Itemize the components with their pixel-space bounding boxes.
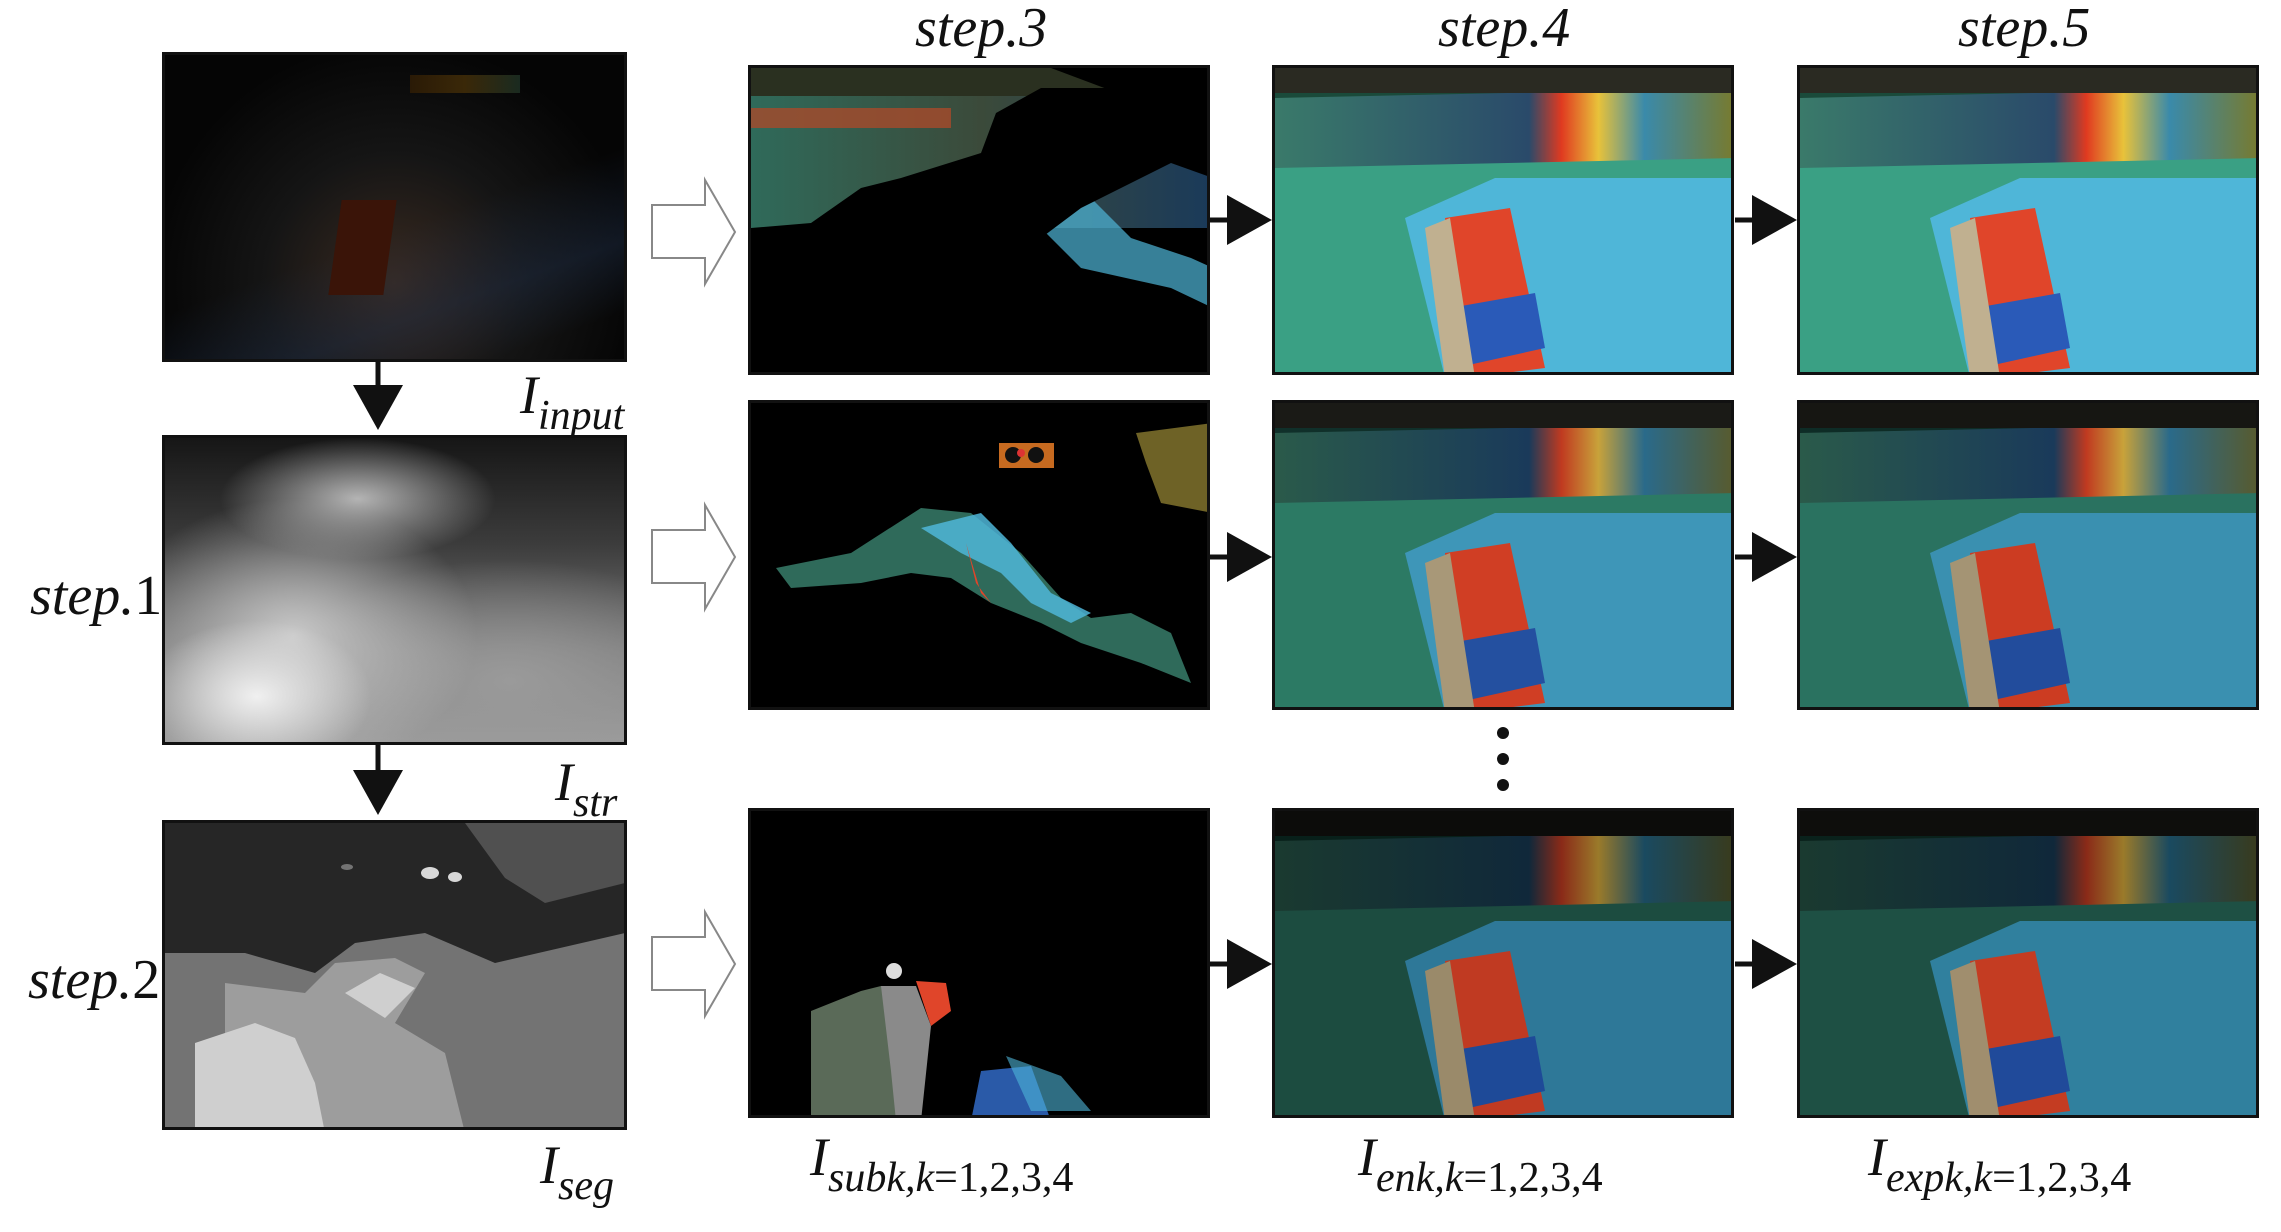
enk-label-k: k bbox=[1444, 1155, 1464, 1201]
step5-exposure-row1 bbox=[1797, 65, 2259, 375]
row-label-step2-num: 2 bbox=[132, 949, 161, 1011]
enk-label-main: I bbox=[1358, 1127, 1376, 1187]
ellipsis-dot-3 bbox=[1497, 779, 1509, 791]
expk-label-sub: expk, bbox=[1885, 1155, 1974, 1201]
ellipsis-dot-1 bbox=[1497, 727, 1509, 739]
enk-label-sub: enk, bbox=[1375, 1155, 1445, 1201]
segmentation-label: Iseg bbox=[540, 1135, 614, 1207]
ellipsis-dot-2 bbox=[1497, 753, 1509, 765]
row-label-step1: step.1 bbox=[30, 568, 162, 624]
expk-label-k: k bbox=[1973, 1155, 1993, 1201]
enk-label-vals: =1,2,3,4 bbox=[1463, 1155, 1603, 1201]
step4-enhanced-row3 bbox=[1272, 808, 1734, 1118]
expk-label-main: I bbox=[1868, 1127, 1886, 1187]
input-image-panel bbox=[162, 52, 627, 362]
step3-subregion-row1 bbox=[748, 65, 1210, 375]
subk-label-vals: =1,2,3,4 bbox=[934, 1155, 1074, 1201]
subk-label-main: I bbox=[810, 1127, 828, 1187]
subk-label-k: k bbox=[915, 1155, 935, 1201]
step5-exposure-row3 bbox=[1797, 808, 2259, 1118]
structure-label: Istr bbox=[555, 752, 617, 824]
step3-subregion-row2 bbox=[748, 400, 1210, 710]
input-label-sub: input bbox=[537, 393, 625, 439]
subk-label-sub: subk, bbox=[827, 1155, 916, 1201]
step4-enhanced-row2 bbox=[1272, 400, 1734, 710]
expk-label-vals: =1,2,3,4 bbox=[1992, 1155, 2132, 1201]
hollow-arrow-row1 bbox=[651, 176, 737, 288]
step4-enhanced-row1 bbox=[1272, 65, 1734, 375]
row-label-step2: step.2 bbox=[28, 952, 160, 1008]
segmentation-label-main: I bbox=[540, 1135, 558, 1195]
column-header-step5: step.5 bbox=[1958, 0, 2091, 59]
row-label-step1-text: step. bbox=[30, 565, 135, 627]
column-header-step3: step.3 bbox=[915, 0, 1048, 59]
hollow-arrow-row3 bbox=[651, 908, 737, 1020]
expk-label: Iexpk,k=1,2,3,4 bbox=[1868, 1127, 2131, 1199]
segmentation-label-sub: seg bbox=[557, 1163, 614, 1209]
step5-exposure-row2 bbox=[1797, 400, 2259, 710]
subk-label: Isubk,k=1,2,3,4 bbox=[810, 1127, 1073, 1199]
row-label-step2-text: step. bbox=[28, 949, 133, 1011]
segmentation-map-panel bbox=[162, 820, 627, 1130]
input-label: Iinput bbox=[520, 365, 624, 437]
step3-subregion-row3 bbox=[748, 808, 1210, 1118]
column-header-step4: step.4 bbox=[1438, 0, 1571, 59]
row-label-step1-num: 1 bbox=[134, 565, 163, 627]
hollow-arrow-row2 bbox=[651, 501, 737, 613]
structure-label-main: I bbox=[555, 752, 573, 812]
enk-label: Ienk,k=1,2,3,4 bbox=[1358, 1127, 1603, 1199]
input-label-main: I bbox=[520, 365, 538, 425]
structure-map-panel bbox=[162, 435, 627, 745]
structure-label-sub: str bbox=[572, 780, 618, 826]
